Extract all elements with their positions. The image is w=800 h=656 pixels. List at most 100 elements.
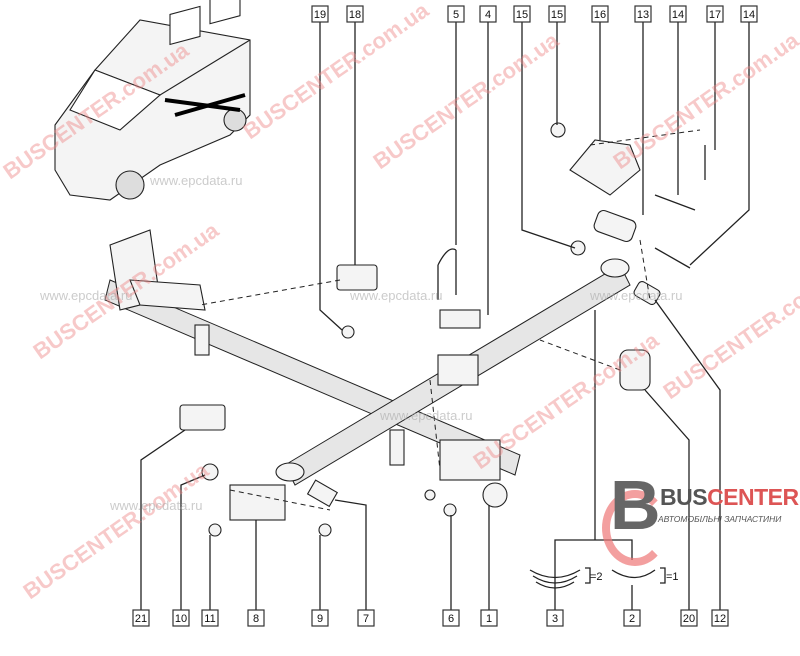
- callout-box: [669, 5, 687, 23]
- callout-box: [447, 5, 465, 23]
- callout-box: [247, 609, 265, 627]
- callout-number: 11: [204, 613, 215, 625]
- callout-16: 16: [591, 5, 609, 23]
- watermark: BUSCENTER.com.ua: [659, 257, 800, 404]
- watermark: BUSCENTER.com.ua: [609, 27, 800, 174]
- one-leaf-quantity: =1: [666, 571, 679, 583]
- watermark: www.epcdata.ru: [39, 288, 133, 303]
- callout-18: 18: [346, 5, 364, 23]
- plate-4: [439, 309, 481, 329]
- logo-name: BUSCENTER: [660, 484, 799, 510]
- callout-number: 16: [594, 9, 606, 21]
- callout-number: 1: [486, 613, 492, 625]
- callout-8: 8: [247, 609, 265, 627]
- callout-number: 10: [175, 613, 187, 625]
- callout-box: [311, 5, 329, 23]
- callout-box: [740, 5, 758, 23]
- bump-stop-18: [336, 264, 378, 291]
- callout-number: 15: [516, 9, 528, 21]
- bolt-14b: [654, 247, 691, 269]
- callout-number: 12: [714, 613, 726, 625]
- callout-number: 5: [453, 9, 459, 21]
- callout-number: 8: [253, 613, 259, 625]
- one-leaf-spring-icon: [611, 569, 656, 579]
- callout-number: 18: [349, 9, 361, 21]
- callout-20: 20: [680, 609, 698, 627]
- callout-box: [132, 609, 150, 627]
- callout-4: 4: [479, 5, 497, 23]
- callout-number: 14: [672, 9, 684, 21]
- nut-15a: [550, 122, 566, 138]
- bushing-12: [633, 280, 661, 306]
- callout-5: 5: [447, 5, 465, 23]
- leader-lines: [140, 22, 750, 610]
- callout-number: 17: [709, 9, 721, 21]
- callout-number: 4: [485, 9, 491, 21]
- u-bolt-5: [437, 248, 457, 300]
- bolt-19: [341, 325, 355, 339]
- components: =2 =1: [179, 122, 706, 589]
- callout-12: 12: [711, 609, 729, 627]
- callout-box: [311, 609, 329, 627]
- shackle-13: [593, 209, 637, 243]
- callout-7: 7: [357, 609, 375, 627]
- callout-21: 21: [132, 609, 150, 627]
- callout-box: [172, 609, 190, 627]
- callout-box: [591, 5, 609, 23]
- callout-9: 9: [311, 609, 329, 627]
- watermark: BUSCENTER.com.ua: [239, 0, 434, 144]
- callout-number: 2: [629, 613, 635, 625]
- assembly-lines: [199, 129, 701, 511]
- logo-c-mark: [602, 490, 668, 566]
- van-illustration: [54, 0, 251, 201]
- bump-stop-21: [179, 404, 226, 431]
- callout-14: 14: [669, 5, 687, 23]
- callout-box: [711, 609, 729, 627]
- callout-15: 15: [513, 5, 531, 23]
- watermark: www.epcdata.ru: [379, 408, 473, 423]
- logo-b-mark: B: [610, 466, 661, 544]
- callout-6: 6: [442, 609, 460, 627]
- callout-11: 11: [201, 609, 219, 627]
- nut-6b: [443, 503, 457, 517]
- callout-box: [346, 5, 364, 23]
- callout-number: 13: [637, 9, 649, 21]
- nut-6a: [424, 489, 436, 501]
- callout-number: 9: [317, 613, 323, 625]
- callout-box: [357, 609, 375, 627]
- bolt-14a: [654, 194, 696, 211]
- callout-box: [706, 5, 724, 23]
- callout-box: [680, 609, 698, 627]
- callout-3: 3: [546, 609, 564, 627]
- leaf-spring-left: [104, 229, 521, 508]
- callout-17: 17: [706, 5, 724, 23]
- bushing-7: [306, 479, 339, 508]
- watermark: www.epcdata.ru: [149, 173, 243, 188]
- callout-number: 3: [552, 613, 558, 625]
- callout-2: 2: [623, 609, 641, 627]
- callout-19: 19: [311, 5, 329, 23]
- callout-box: [479, 5, 497, 23]
- bottom-callouts: 21 10 11 8 9 7 6 1 3 2 20 12: [132, 609, 729, 627]
- callout-10: 10: [172, 609, 190, 627]
- nut-15b: [570, 240, 586, 256]
- watermark: BUSCENTER.com.ua: [369, 27, 564, 174]
- callout-13: 13: [634, 5, 652, 23]
- watermark: www.epcdata.ru: [349, 288, 443, 303]
- watermark: www.epcdata.ru: [109, 498, 203, 513]
- bolt-9: [318, 523, 332, 537]
- bolt-11: [208, 523, 222, 537]
- bracket-8: [229, 484, 286, 521]
- buscenter-logo: B BUSCENTER АВТОМОБІЛЬНІ ЗАПЧАСТИНИ: [600, 466, 800, 566]
- callout-number: 6: [448, 613, 454, 625]
- callout-box: [480, 609, 498, 627]
- callout-box: [634, 5, 652, 23]
- callout-box: [546, 609, 564, 627]
- logo-tagline: АВТОМОБІЛЬНІ ЗАПЧАСТИНИ: [658, 514, 782, 524]
- callout-number: 7: [363, 613, 369, 625]
- watermark: www.epcdata.ru: [589, 288, 683, 303]
- callout-1: 1: [480, 609, 498, 627]
- callout-box: [623, 609, 641, 627]
